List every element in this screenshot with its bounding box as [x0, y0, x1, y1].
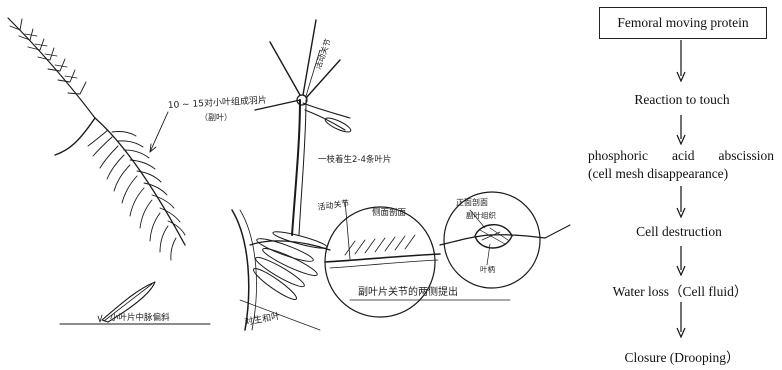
arrow-2: [676, 115, 686, 145]
label-cross-right-a: 正面剖面: [456, 197, 488, 207]
abscission-word-1: phosphoric: [588, 148, 648, 164]
petiole-main: [55, 118, 95, 155]
flow-step-abscission: phosphoric acid abscission (cell mesh di…: [588, 148, 774, 182]
flow-step-destruction: Cell destruction: [636, 224, 722, 240]
label-bottom: 副叶片关节的两侧提出: [358, 285, 458, 298]
arrow-3: [676, 186, 686, 218]
flow-step-water-loss: Water loss（Cell fluid）: [613, 280, 748, 300]
label-cross-left: 侧面剖面: [372, 207, 407, 218]
flow-step-protein: Femoral moving protein: [599, 7, 767, 39]
label-cross-right-b: 副叶组织: [466, 210, 496, 220]
flow-step-touch: Reaction to touch: [634, 92, 729, 108]
arrow-4: [676, 246, 686, 276]
label-opposite: 对生和叶: [243, 310, 281, 328]
label-cross-right-c: 叶柄: [480, 264, 495, 274]
flow-step-closure: Closure (Drooping）: [624, 346, 739, 366]
plant-sketch: 10 ~ 15对小叶组成羽片 （副叶） 活动关节 一枝着生2-4条叶片 小叶片中…: [0, 0, 575, 370]
abscission-word-2: acid: [672, 148, 695, 164]
label-petiole: 一枝着生2-4条叶片: [318, 154, 391, 165]
drooping-branch-sketch: [232, 210, 330, 330]
label-joint-mid: 活动关节: [317, 198, 350, 212]
abscission-word-3: abscission: [719, 148, 775, 164]
label-leaflet: 小叶片中脉偏斜: [110, 312, 170, 323]
flow-step-abscission-line2: (cell mesh disappearance): [588, 166, 774, 182]
compound-leaf-pinna: [88, 118, 185, 260]
arrow-5: [676, 302, 686, 338]
label-pinnae: 10 ~ 15对小叶组成羽片: [168, 94, 268, 111]
label-joint-top: 活动关节: [312, 37, 332, 70]
label-pinnae-sub: （副叶）: [200, 113, 232, 122]
arrow-1: [676, 40, 686, 82]
compound-leaf-upper: [8, 18, 95, 118]
flow-step-abscission-line1: phosphoric acid abscission: [588, 148, 774, 164]
